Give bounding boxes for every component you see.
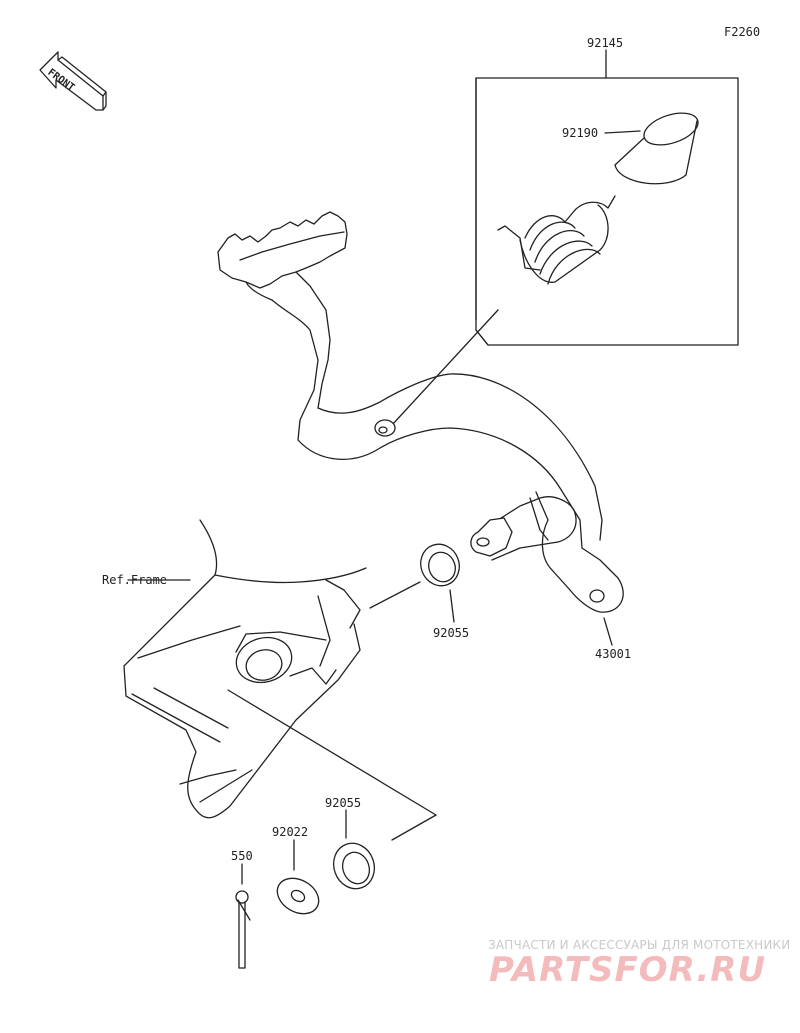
figure-code: F2260 [724,25,761,39]
assembly-lines [153,687,437,841]
part-label-92190: 92190 [562,126,599,140]
spring [497,195,616,285]
seal-92055-lower [332,809,376,890]
washer-92022 [276,839,320,915]
seal-92055-upper [369,543,460,623]
part-label-92055-upper: 92055 [433,626,470,640]
part-label-43001: 43001 [595,647,632,661]
part-label-92022: 92022 [272,825,309,839]
ref-frame-label: Ref.Frame [102,573,168,587]
part-label-92055-lower: 92055 [325,796,362,810]
part-label-92145: 92145 [587,36,624,50]
kit-92145-box [475,49,739,346]
watermark-tagline: ЗАПЧАСТИ И АКСЕССУАРЫ ДЛЯ МОТОТЕХНИКИ [488,938,791,952]
part-label-550: 550 [231,849,253,863]
brake-pedal-43001 [217,211,624,613]
collar-92190 [604,112,699,185]
cotter-pin-550 [235,863,251,969]
frame-reference [123,519,367,819]
watermark-brand: PARTSFOR.RU [489,950,767,990]
front-arrow-icon [39,51,107,111]
